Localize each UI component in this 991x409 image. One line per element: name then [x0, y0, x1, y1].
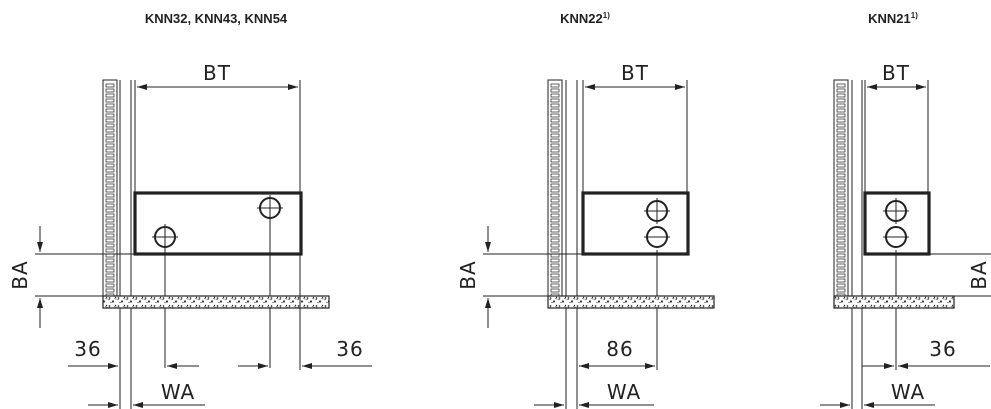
ba-dimension-label: BA — [967, 260, 991, 289]
bt-dimension-label: BT — [882, 61, 910, 85]
wall-ladder — [102, 79, 118, 299]
pipe-circle — [152, 224, 178, 250]
bt-dimension-label: BT — [621, 61, 649, 85]
floor-slab — [102, 295, 330, 309]
unit-box — [581, 191, 690, 256]
dim-wa: WA — [891, 380, 925, 404]
panel-title: KNN211) — [868, 11, 918, 26]
dim-wa: WA — [607, 380, 641, 404]
ba-dimension-label: BA — [456, 260, 480, 289]
dim-36-left: 36 — [74, 337, 101, 361]
pipe-circle — [644, 226, 670, 370]
dim-36: 36 — [929, 337, 956, 361]
dim-wa: WA — [161, 380, 195, 404]
wall-ladder — [547, 79, 563, 299]
pipe-circle — [644, 198, 670, 224]
dim-36-right: 36 — [336, 337, 363, 361]
panel-knn22: KNN221) BT BA 86 WA — [456, 11, 715, 409]
panel-knn21: KNN211) BT BA 36 WA — [820, 11, 991, 409]
ba-dimension-label: BA — [8, 260, 32, 289]
dim-86: 86 — [606, 337, 633, 361]
panel-knn32-knn43-knn54: KNN32, KNN43, KNN54 BT — [8, 11, 372, 409]
pipe-circle — [257, 195, 283, 221]
bt-dimension-label: BT — [203, 61, 231, 85]
panel-title: KNN32, KNN43, KNN54 — [145, 11, 288, 26]
panel-title: KNN221) — [560, 11, 610, 26]
pipe-circle — [883, 198, 909, 224]
floor-slab — [833, 295, 955, 309]
pipe-circle — [883, 226, 909, 370]
floor-slab — [547, 295, 715, 309]
wall-ladder — [833, 79, 849, 299]
